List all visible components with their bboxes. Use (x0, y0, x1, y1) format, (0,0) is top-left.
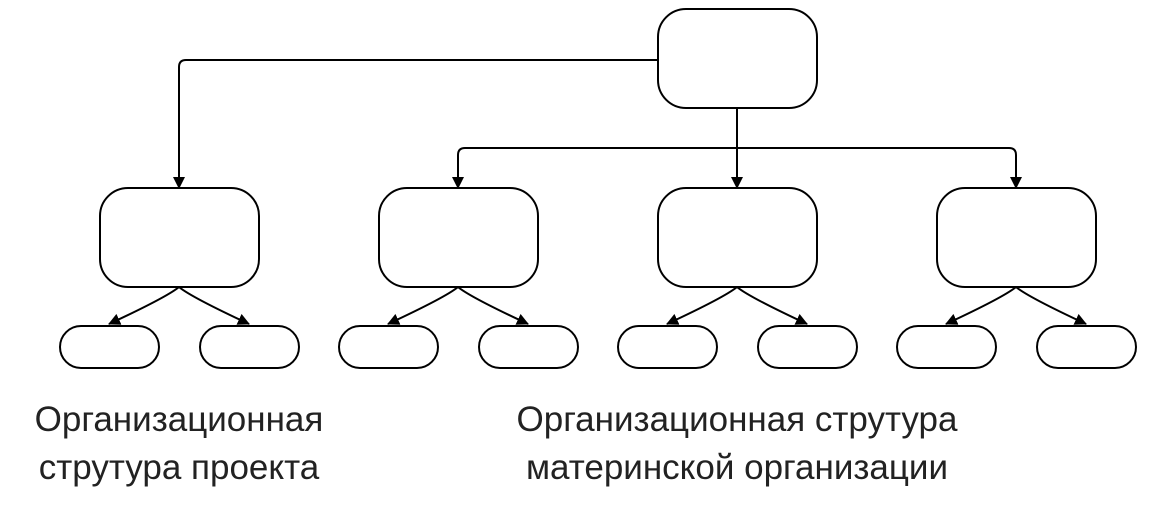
parent-node-1 (378, 187, 539, 288)
project-structure-label-line1: Организационная (34, 400, 324, 439)
connector-parent-2-to-leaf-2 (736, 286, 808, 325)
connector-parent-1-to-leaf-2 (457, 286, 529, 325)
project-leaf-2 (199, 325, 300, 369)
top-node (657, 8, 818, 109)
connector-parent-3-to-leaf-1 (945, 286, 1017, 325)
parent-2-leaf-2 (757, 325, 858, 369)
connector-parent-2-to-leaf-1 (666, 286, 738, 325)
connector-parent-3-to-leaf-2 (1015, 286, 1087, 325)
project-structure-label-line2: струтура проекта (38, 448, 320, 487)
connector-top-to-project (173, 59, 658, 189)
connector-parent-1-to-leaf-1 (387, 286, 459, 325)
connector-project-to-leaf-1 (108, 286, 180, 325)
parent-structure-label-line1: Организационная струтура (516, 400, 958, 439)
connector-to-parent-node-3 (1008, 147, 1022, 189)
parent-structure-label-line2: материнской организации (525, 448, 949, 487)
project-leaf-1 (59, 325, 160, 369)
project-node (99, 187, 260, 288)
parent-node-3 (936, 187, 1097, 288)
connector-to-parent-node-1 (452, 147, 466, 189)
parent-3-leaf-2 (1036, 325, 1137, 369)
project-structure-label: Организационная струтура проекта (0, 396, 358, 492)
parent-1-leaf-2 (478, 325, 579, 369)
parent-3-leaf-1 (896, 325, 997, 369)
parent-1-leaf-1 (338, 325, 439, 369)
connector-project-to-leaf-2 (178, 286, 250, 325)
parent-structure-label: Организационная струтура материнской орг… (420, 396, 1054, 492)
parent-node-2 (657, 187, 818, 288)
parent-2-leaf-1 (617, 325, 718, 369)
